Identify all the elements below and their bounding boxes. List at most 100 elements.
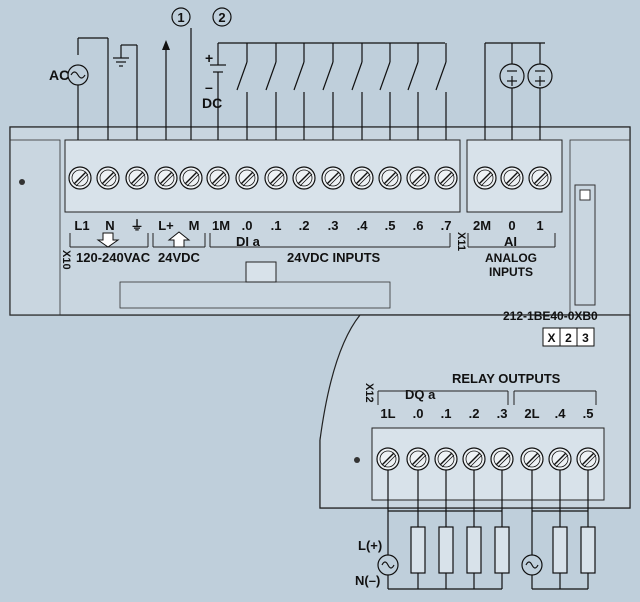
slot-indicator (574, 184, 596, 306)
terminal-label-6: 1M (212, 218, 230, 233)
relay-terminal-label-6: 2L (524, 406, 539, 421)
terminal-screw-6 (206, 166, 230, 190)
input-switch-5 (351, 43, 363, 140)
led-dot (19, 179, 25, 185)
terminal-label-13: .6 (413, 218, 424, 233)
terminal-screw-12 (378, 166, 402, 190)
load-6 (580, 526, 596, 574)
dc-label: DC (202, 95, 222, 111)
terminal-label-1: L1 (74, 218, 89, 233)
analog-caption-line1: ANALOG (485, 251, 537, 265)
part-number: 212-1BE40-0XB0 (503, 309, 598, 323)
input-switch-1 (236, 43, 248, 140)
terminal-screw-13 (406, 166, 430, 190)
terminal-screw-3 (125, 166, 149, 190)
group-sensor-label: 24VDC (158, 250, 201, 265)
terminal-screw-11 (350, 166, 374, 190)
analog-terminal-labels: 2M 0 1 (473, 218, 544, 233)
dc-minus-label: – (205, 79, 213, 95)
version-box-label-3: 3 (582, 331, 589, 345)
version-box-label-1: X (547, 331, 555, 345)
analog-terminal-screw-1 (473, 166, 497, 190)
callout-1: 1 (177, 10, 184, 25)
terminal-label-3: ⏚ (130, 218, 143, 233)
relay-terminal-label-7: .4 (555, 406, 567, 421)
relay-terminal-label-1: 1L (380, 406, 395, 421)
load-1 (410, 526, 426, 574)
relay-outputs-title: RELAY OUTPUTS (452, 371, 561, 386)
relay-terminal-label-5: .3 (497, 406, 508, 421)
terminal-label-12: .5 (385, 218, 396, 233)
top-wiring (67, 28, 553, 140)
led-dot (354, 457, 360, 463)
input-switch-7 (407, 43, 419, 140)
relay-terminal-screw-5 (490, 447, 514, 471)
terminal-screw-5 (179, 166, 203, 190)
dq-name-label: DQ a (405, 387, 436, 402)
input-switch-8 (435, 43, 447, 140)
input-switches (236, 43, 447, 140)
terminal-screw-14 (434, 166, 458, 190)
analog-terminal-label-1: 2M (473, 218, 491, 233)
callout-2: 2 (218, 10, 225, 25)
center-latch (245, 261, 277, 283)
top-screws (68, 166, 458, 190)
terminal-label-4: L+ (158, 218, 174, 233)
di-name-label: DI a (236, 234, 261, 249)
callout-2-circle (212, 7, 232, 27)
ai-name-label: AI (504, 234, 517, 249)
terminal-screw-9 (292, 166, 316, 190)
analog-caption-line2: INPUTS (489, 265, 533, 279)
terminal-screw-8 (264, 166, 288, 190)
relay-terminal-screw-2 (406, 447, 430, 471)
ac-label: AC (49, 67, 69, 83)
terminal-screw-10 (321, 166, 345, 190)
terminal-label-10: .3 (328, 218, 339, 233)
left-rail (9, 139, 61, 316)
analog-terminal-screw-2 (500, 166, 524, 190)
relay-terminal-screw-7 (548, 447, 572, 471)
terminal-screw-4 (154, 166, 178, 190)
terminal-label-8: .1 (271, 218, 282, 233)
input-arrow-icon (96, 232, 120, 248)
analog-terminal-label-3: 1 (536, 218, 543, 233)
input-switch-6 (379, 43, 391, 140)
input-switch-3 (293, 43, 305, 140)
relay-terminal-label-4: .2 (469, 406, 480, 421)
group-power-label: 120-240VAC (76, 250, 151, 265)
terminal-label-11: .4 (357, 218, 369, 233)
x11-connector-id: X11 (455, 232, 467, 251)
terminal-screw-2 (96, 166, 120, 190)
neutral-label: N(–) (355, 573, 380, 588)
load-2 (438, 526, 454, 574)
callout-1-circle (171, 7, 191, 27)
input-switch-4 (322, 43, 334, 140)
load-5 (552, 526, 568, 574)
relay-terminal-label-2: .0 (413, 406, 424, 421)
relay-terminal-screw-3 (434, 447, 458, 471)
terminal-screw-7 (235, 166, 259, 190)
line-label: L(+) (358, 538, 382, 553)
output-arrow-icon (167, 231, 191, 248)
load-3 (466, 526, 482, 574)
right-rail (569, 139, 631, 316)
relay-terminal-label-3: .1 (441, 406, 452, 421)
x12-connector-id: X12 (363, 383, 375, 403)
relay-terminal-screw-6 (520, 447, 544, 471)
analog-terminal-screw-3 (528, 166, 552, 190)
version-box-3 (576, 327, 595, 347)
terminal-label-5: M (189, 218, 200, 233)
slot-indicator-inner (579, 189, 591, 201)
analog-terminal-label-2: 0 (508, 218, 515, 233)
relay-terminal-screw-8 (576, 447, 600, 471)
relay-terminal-screw-4 (462, 447, 486, 471)
bottom-wiring (377, 470, 596, 590)
group-inputs-label: 24VDC INPUTS (287, 250, 381, 265)
version-box-label-2: 2 (565, 331, 572, 345)
terminal-label-7: .0 (242, 218, 253, 233)
input-switch-2 (265, 43, 277, 140)
